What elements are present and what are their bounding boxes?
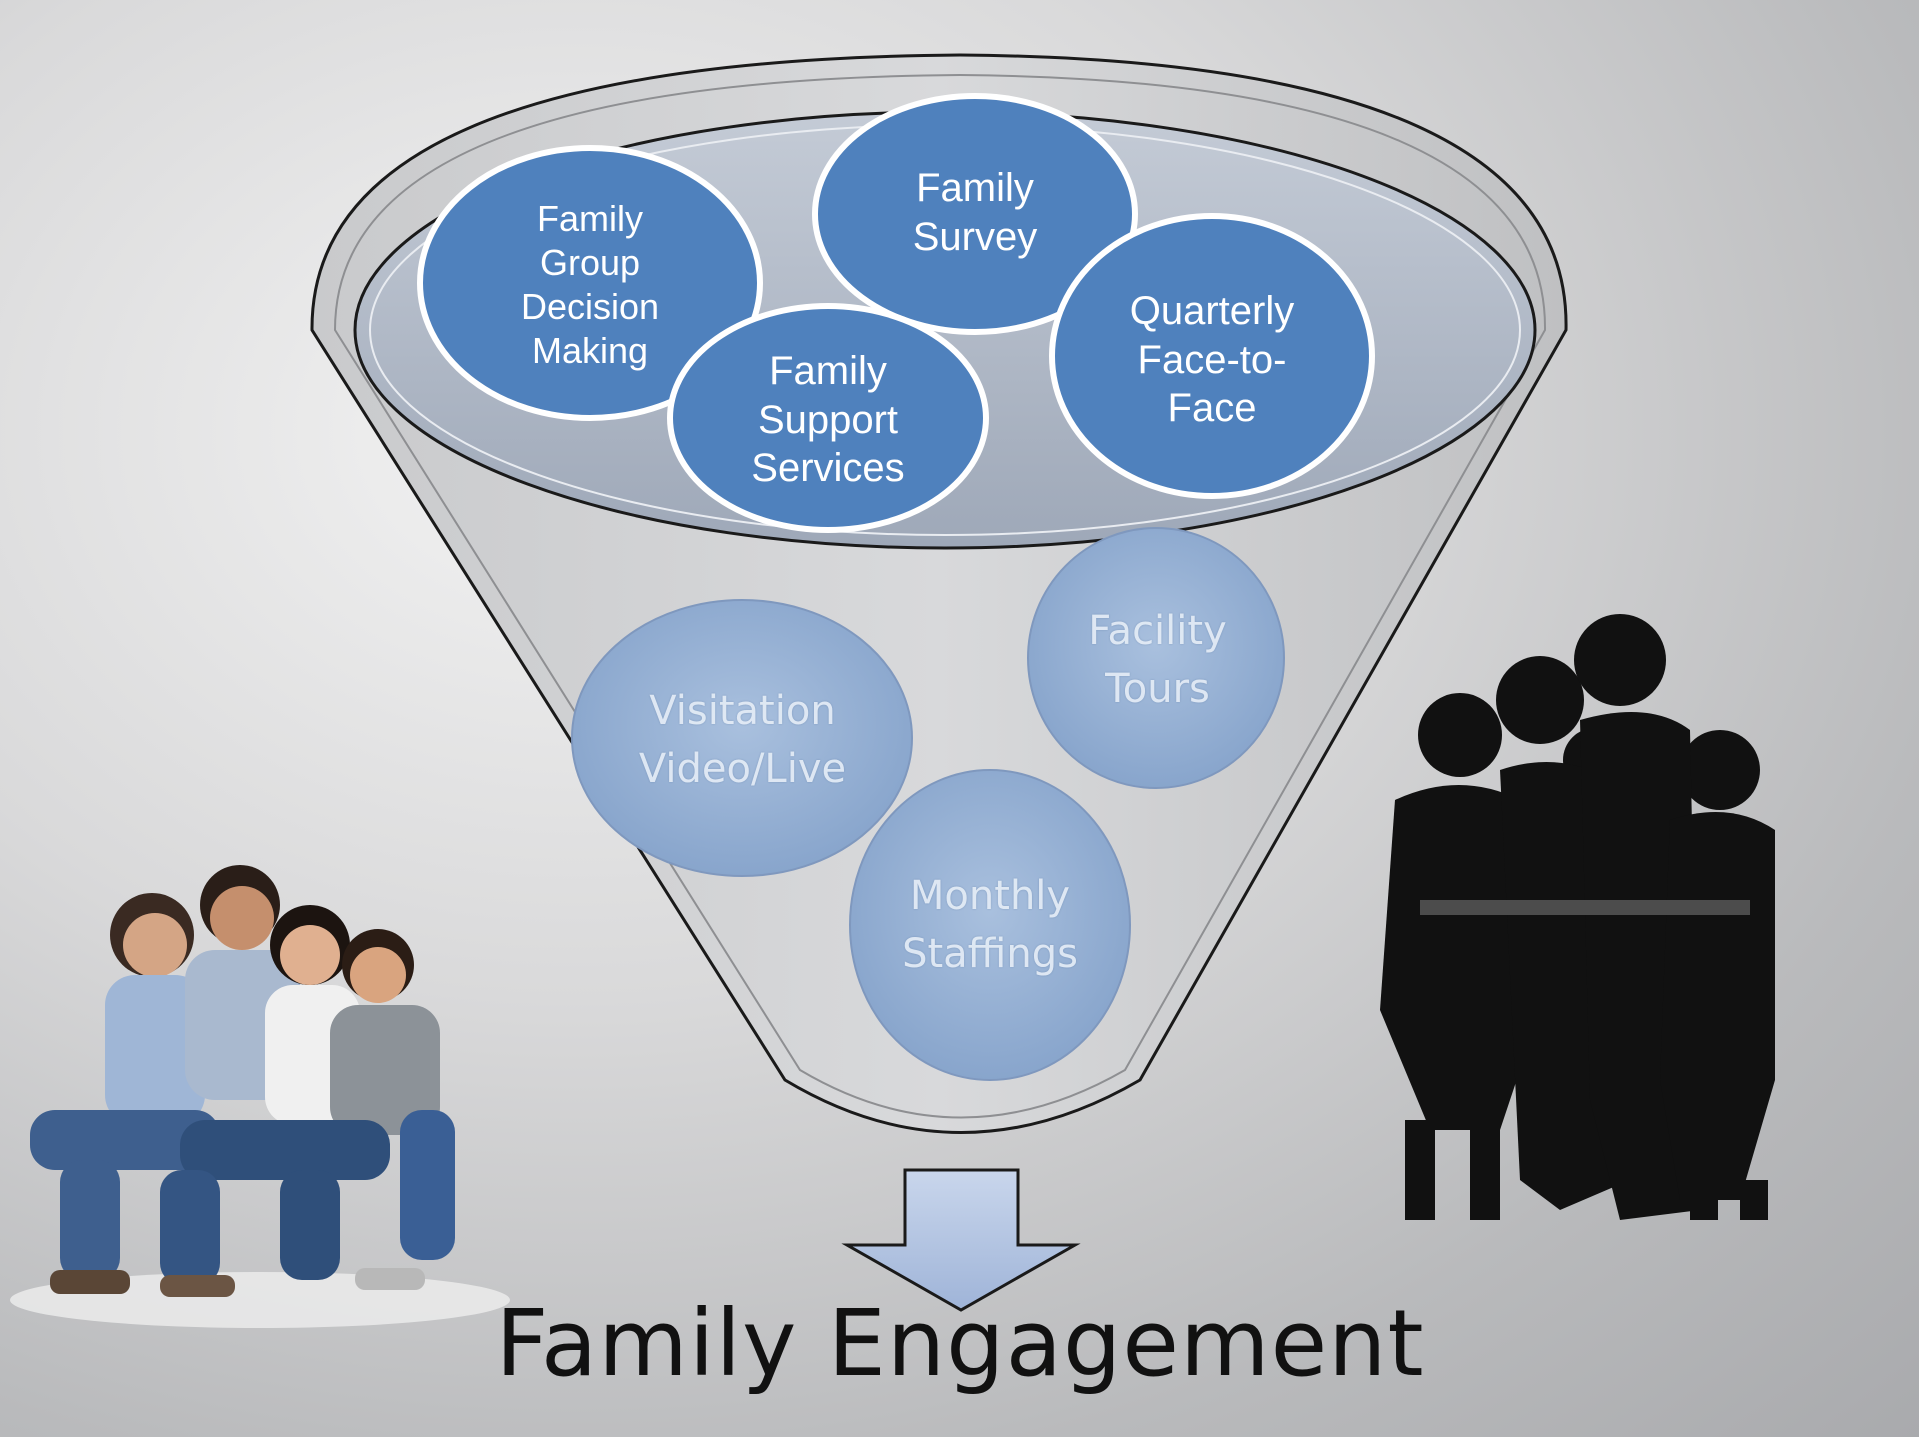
output-arrow bbox=[841, 1168, 1081, 1312]
circle-family-group-decision-making bbox=[417, 145, 763, 421]
circle-family-support-services bbox=[667, 303, 989, 533]
circle-family-survey bbox=[812, 93, 1138, 335]
family-sketch-image bbox=[1380, 614, 1775, 1220]
label-family-support-services: Family Support Services bbox=[751, 348, 905, 491]
label-facility-tours: Facility Tours bbox=[1088, 608, 1227, 712]
label-monthly-staffings: Monthly Staffings bbox=[902, 873, 1078, 977]
faded-circle-visitation bbox=[571, 599, 913, 877]
faded-circle-facility-tours bbox=[1027, 527, 1285, 789]
label-family-survey: Family Survey bbox=[912, 165, 1038, 259]
family-engagement-title: Family Engagement bbox=[495, 1290, 1425, 1397]
circle-quarterly-face-to-face bbox=[1049, 213, 1375, 499]
faded-circle-monthly-staffings bbox=[849, 769, 1131, 1081]
label-family-group-decision-making: Family Group Decision Making bbox=[520, 198, 660, 371]
label-visitation-video-live: Visitation Video/Live bbox=[638, 688, 847, 792]
family-photo-image bbox=[10, 865, 510, 1328]
label-quarterly-face-to-face: Quarterly Face-to- Face bbox=[1129, 288, 1295, 431]
